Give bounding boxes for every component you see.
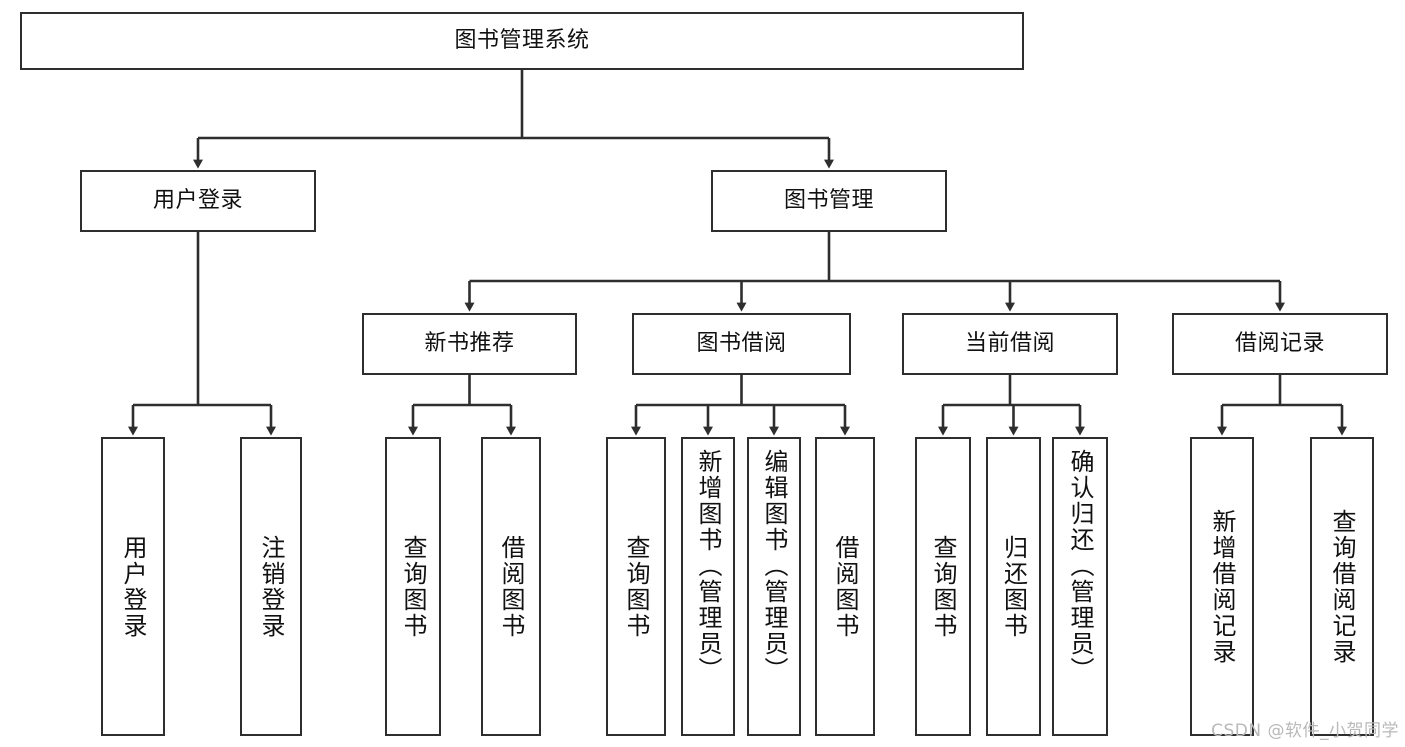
node-label: 新增借阅记录 [1208, 508, 1236, 665]
node-book-borrow[interactable]: 图书借阅 [632, 313, 851, 375]
node-label: 图书管理系统 [454, 28, 590, 54]
leaf-query-book-3[interactable]: 查询图书 [915, 437, 971, 736]
node-label: 查询图书 [399, 534, 427, 639]
node-label: 注销登录 [257, 534, 285, 639]
leaf-edit-book-admin[interactable]: 编辑图书（管理员） [747, 437, 801, 736]
node-label: 新增图书（管理员） [694, 449, 722, 683]
node-label: 图书管理 [783, 188, 874, 214]
leaf-return-book[interactable]: 归还图书 [986, 437, 1041, 736]
leaf-query-borrow-record[interactable]: 查询借阅记录 [1310, 437, 1374, 736]
leaf-add-book-admin[interactable]: 新增图书（管理员） [681, 437, 735, 736]
node-user-login[interactable]: 用户登录 [80, 170, 316, 232]
watermark-text: CSDN @软件_小贺同学 [1211, 721, 1399, 741]
node-label: 图书借阅 [696, 331, 787, 357]
leaf-query-book-2[interactable]: 查询图书 [606, 437, 666, 736]
node-label: 编辑图书（管理员） [760, 449, 788, 683]
node-label: 查询图书 [929, 534, 957, 639]
node-label: 用户登录 [119, 534, 147, 639]
leaf-user-logout[interactable]: 注销登录 [240, 437, 302, 736]
node-label: 借阅图书 [831, 534, 859, 639]
node-label: 当前借阅 [964, 331, 1055, 357]
leaf-add-borrow-record[interactable]: 新增借阅记录 [1190, 437, 1254, 736]
node-book-management[interactable]: 图书管理 [711, 170, 947, 232]
node-label: 借阅图书 [497, 534, 525, 639]
leaf-user-login[interactable]: 用户登录 [101, 437, 165, 736]
leaf-confirm-return-admin[interactable]: 确认归还（管理员） [1052, 437, 1108, 736]
node-label: 用户登录 [152, 188, 243, 214]
node-label: 查询借阅记录 [1328, 508, 1356, 665]
node-label: 新书推荐 [424, 331, 515, 357]
node-label: 借阅记录 [1234, 331, 1325, 357]
leaf-query-book-1[interactable]: 查询图书 [385, 437, 441, 736]
node-current-borrow[interactable]: 当前借阅 [902, 313, 1118, 375]
node-root[interactable]: 图书管理系统 [20, 12, 1024, 70]
node-label: 查询图书 [622, 534, 650, 639]
node-label: 归还图书 [999, 534, 1028, 639]
node-borrow-record[interactable]: 借阅记录 [1172, 313, 1388, 375]
node-label: 确认归还（管理员） [1066, 449, 1094, 683]
leaf-borrow-book-2[interactable]: 借阅图书 [815, 437, 875, 736]
node-new-book-recommend[interactable]: 新书推荐 [362, 313, 577, 375]
leaf-borrow-book-1[interactable]: 借阅图书 [481, 437, 541, 736]
